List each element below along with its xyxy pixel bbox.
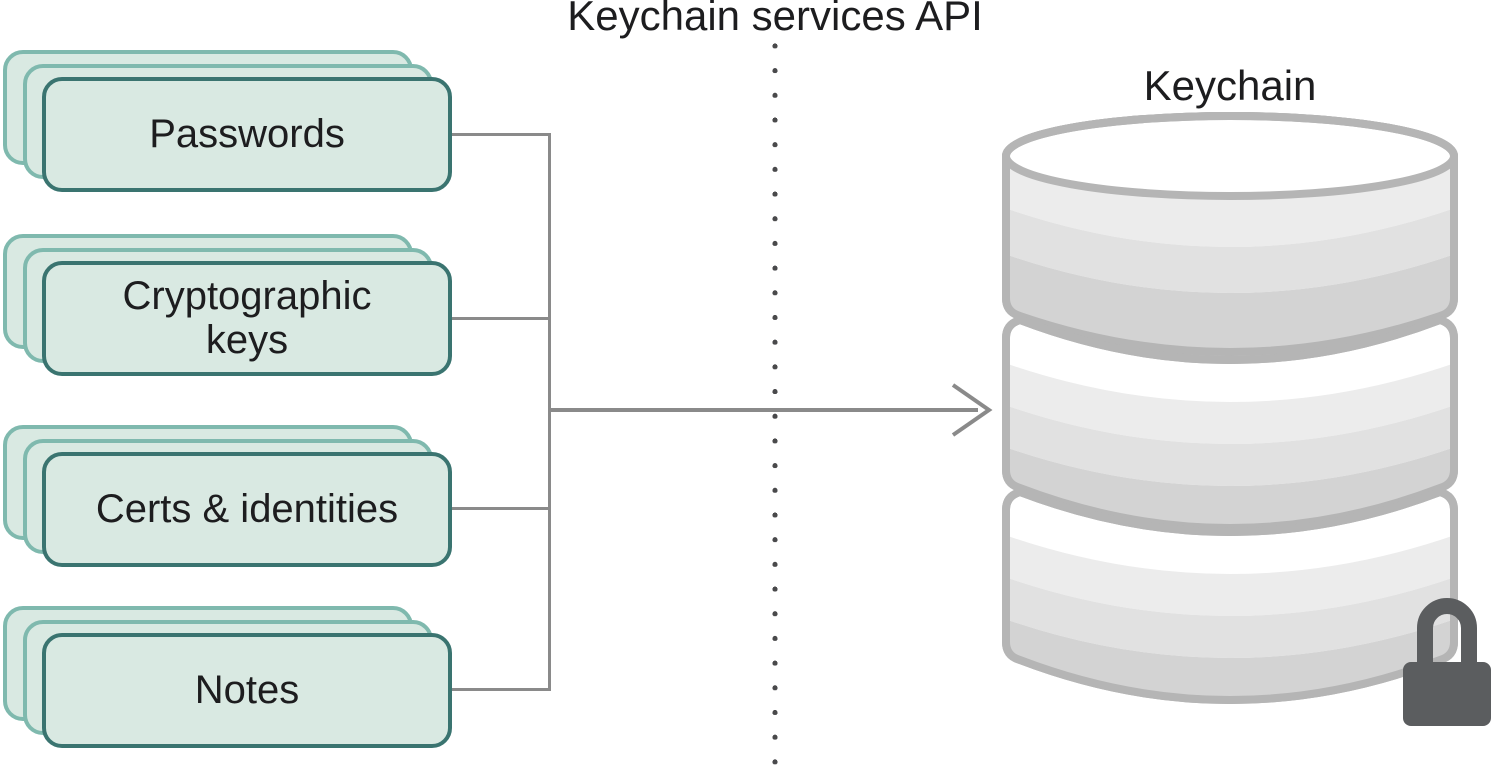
database-disc-middle xyxy=(1002,316,1458,532)
connector-passwords xyxy=(452,133,551,136)
connector-bus-vertical xyxy=(548,133,551,691)
connector-certs-identities xyxy=(452,507,551,510)
connector-cryptographic-keys xyxy=(452,317,551,320)
card-label: Certs & identities xyxy=(95,486,399,531)
card-notes: Notes xyxy=(42,633,452,748)
database-disc-bottom xyxy=(1002,488,1458,704)
card-certs-identities: Certs & identities xyxy=(42,452,452,567)
arrow-shaft xyxy=(548,408,978,412)
database-icon xyxy=(1002,112,1491,726)
api-title: Keychain services API xyxy=(567,0,983,39)
card-label: Passwords xyxy=(149,111,345,156)
lock-icon xyxy=(1403,598,1491,726)
arrow-right-icon xyxy=(951,383,993,437)
card-label: Notes xyxy=(194,667,300,712)
connector-notes xyxy=(452,688,551,691)
card-label: Cryptographic keys xyxy=(122,274,372,362)
database-disc-top xyxy=(1002,112,1458,356)
card-passwords: Passwords xyxy=(42,77,452,192)
database-title: Keychain xyxy=(1143,62,1317,109)
card-cryptographic-keys: Cryptographic keys xyxy=(42,261,452,376)
